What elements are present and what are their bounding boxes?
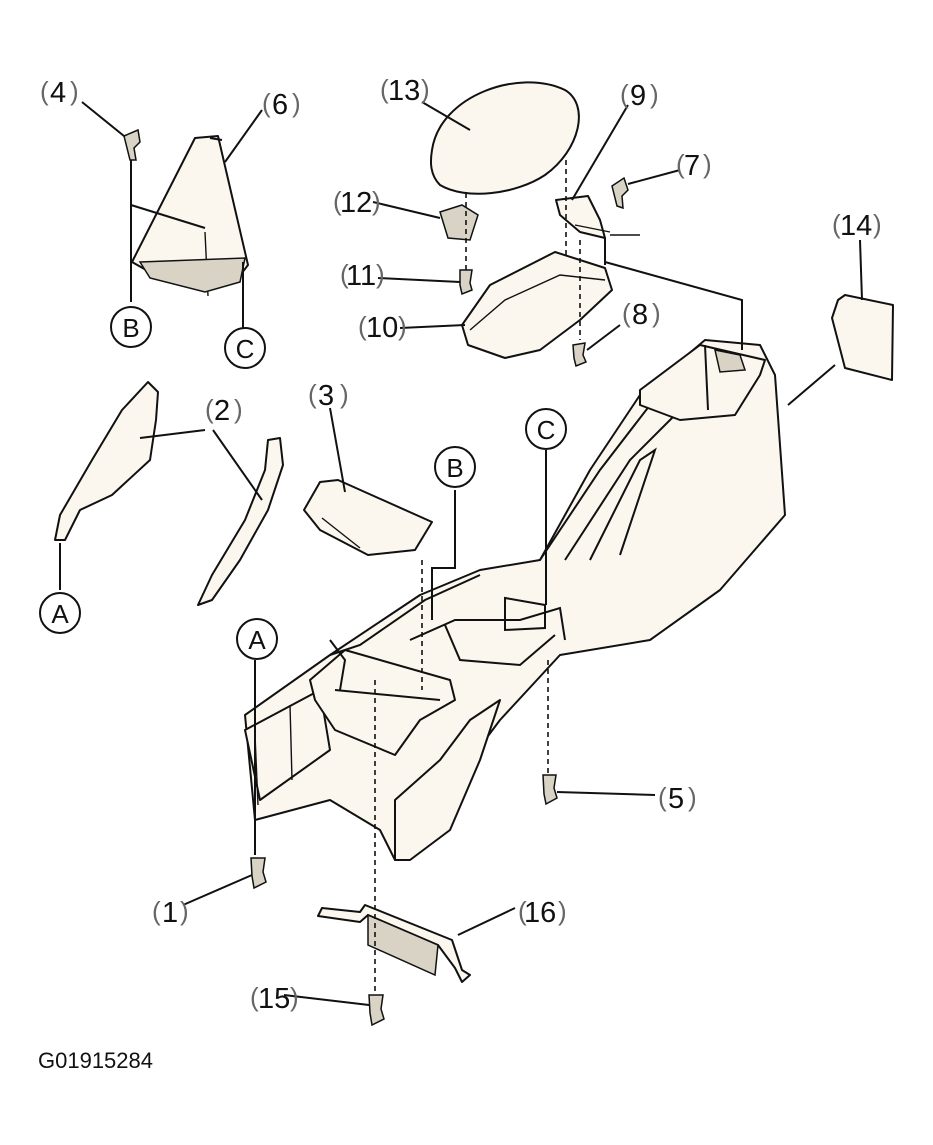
callout-15: 15	[258, 983, 290, 1015]
shift-plate	[303, 479, 433, 556]
shift-boot	[131, 135, 249, 297]
callout-9: 9	[630, 80, 646, 112]
svg-text:): )	[703, 149, 712, 179]
callout-10: 10	[366, 312, 398, 344]
screw-11	[459, 269, 473, 296]
lid-base	[461, 251, 613, 359]
svg-text:(: (	[358, 311, 367, 341]
armrest-lid	[430, 81, 580, 195]
svg-text:): )	[652, 298, 661, 328]
connector-a-console: A	[248, 625, 266, 655]
connector-labels: B C A A B C	[39, 306, 567, 660]
svg-text:): )	[70, 76, 79, 106]
callout-13: 13	[388, 75, 420, 107]
svg-text:(: (	[308, 379, 317, 409]
svg-text:): )	[340, 379, 349, 409]
svg-text:(: (	[333, 186, 342, 216]
leader-lines	[59, 101, 863, 1006]
connector-a-trim: A	[51, 599, 69, 629]
svg-text:): )	[650, 79, 659, 109]
svg-text:(: (	[340, 259, 349, 289]
callout-8: 8	[632, 299, 648, 331]
callout-5: 5	[668, 783, 684, 815]
svg-text:(: (	[518, 896, 527, 926]
svg-text:): )	[558, 896, 567, 926]
svg-text:(: (	[152, 896, 161, 926]
svg-text:): )	[873, 209, 882, 239]
svg-text:): )	[372, 186, 381, 216]
svg-text:): )	[292, 88, 301, 118]
callout-labels: (4) (6) (13) (9) (7) (12) (11) (10) (8) …	[40, 74, 882, 1015]
svg-text:(: (	[205, 394, 214, 424]
figure-code: G01915284	[38, 1048, 153, 1073]
connector-c-shift-boot: C	[236, 334, 255, 364]
screw-4	[123, 128, 141, 161]
svg-text:(: (	[380, 74, 389, 104]
svg-text:): )	[421, 74, 430, 104]
screw-15	[368, 994, 385, 1027]
center-console-body	[244, 339, 786, 861]
svg-text:(: (	[40, 76, 49, 106]
svg-text:): )	[290, 982, 299, 1012]
svg-text:): )	[398, 311, 407, 341]
callout-11: 11	[346, 260, 376, 292]
screw-7	[611, 176, 629, 210]
left-side-trim	[54, 381, 159, 541]
svg-text:): )	[376, 259, 385, 289]
svg-text:(: (	[658, 782, 667, 812]
callout-16: 16	[524, 897, 556, 929]
right-side-trim	[197, 437, 284, 606]
screw-8	[572, 342, 587, 368]
callout-6: 6	[272, 89, 288, 121]
svg-text:): )	[180, 896, 189, 926]
screw-1	[250, 857, 267, 890]
callout-1: 1	[162, 897, 178, 929]
callout-7: 7	[684, 150, 700, 182]
connector-b-console: B	[446, 453, 463, 483]
connector-b-shift-boot: B	[122, 313, 139, 343]
svg-text:(: (	[620, 79, 629, 109]
callout-14: 14	[840, 210, 872, 242]
svg-text:(: (	[622, 298, 631, 328]
end-cap	[831, 294, 894, 381]
hinge-bracket	[555, 195, 611, 239]
latch	[439, 204, 479, 241]
svg-text:(: (	[832, 209, 841, 239]
callout-12: 12	[340, 187, 372, 219]
svg-text:(: (	[250, 982, 259, 1012]
svg-text:(: (	[676, 149, 685, 179]
mounting-bracket	[317, 904, 471, 983]
svg-text:): )	[234, 394, 243, 424]
screw-5	[542, 774, 558, 806]
callout-3: 3	[318, 380, 334, 412]
callout-2: 2	[214, 395, 230, 427]
svg-text:(: (	[262, 88, 271, 118]
svg-text:): )	[688, 782, 697, 812]
connector-c-console: C	[537, 415, 556, 445]
callout-4: 4	[50, 77, 66, 109]
